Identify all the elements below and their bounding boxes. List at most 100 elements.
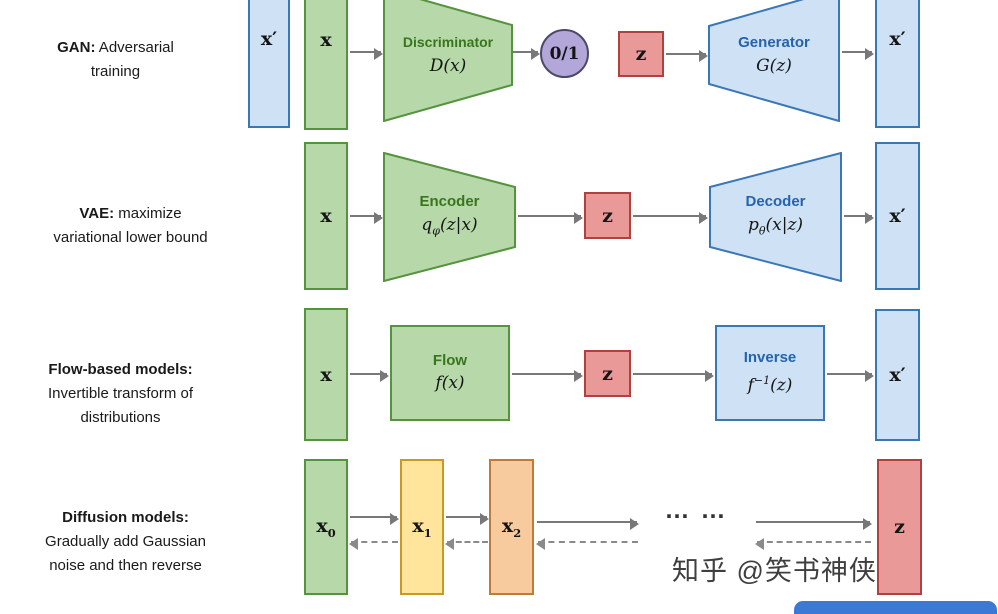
arrow-right-icon <box>842 48 874 60</box>
vae-xprime-box: x′ <box>875 142 920 290</box>
encoder-title: Encoder <box>419 192 480 210</box>
gan-xprime-output-label: x′ <box>889 28 906 50</box>
flow-z-box: z <box>584 350 631 397</box>
arrow-right-icon <box>633 370 714 382</box>
encoder-math-pre: q <box>421 214 433 235</box>
vae-x-box: x <box>304 142 348 290</box>
diffusion-x1-box: x1 <box>400 459 444 595</box>
vae-label-rest: maximize <box>114 205 182 222</box>
decoder-math: pθ(x|z) <box>748 215 803 241</box>
vae-z-label: z <box>602 204 613 227</box>
decoder-math-sub: θ <box>758 224 766 238</box>
arrow-right-icon <box>446 513 489 525</box>
vae-label-line2: variational lower bound <box>53 229 208 246</box>
flow-title: Flow <box>432 352 468 369</box>
inverse-math: f−1(z) <box>748 370 793 397</box>
diffusion-x1-pre: x <box>412 514 424 537</box>
gan-output-label: 0/1 <box>549 43 580 64</box>
decoder-math-pre: p <box>747 214 759 235</box>
flow-math: f(x) <box>435 373 465 393</box>
diffusion-x2-sub: 2 <box>513 525 522 540</box>
flow-xprime-box: x′ <box>875 309 920 441</box>
diffusion-x2-pre: x <box>501 514 514 537</box>
decoder-math-post: (x|z) <box>765 214 804 235</box>
generator-math: G(z) <box>756 55 792 76</box>
arrow-left-dashed-icon <box>536 538 638 550</box>
vae-z-box: z <box>584 192 631 239</box>
decoder-trapezoid: Decoder pθ(x|z) <box>709 152 842 282</box>
diffusion-label-line3: noise and then reverse <box>49 557 202 574</box>
diffusion-x1-label: x1 <box>412 515 431 540</box>
discriminator-trapezoid: Discriminator D(x) <box>383 0 513 122</box>
gan-output-circle: 0/1 <box>540 29 589 78</box>
flow-label-line3: distributions <box>80 409 161 426</box>
inverse-math-post: (z) <box>770 375 793 396</box>
vae-label-bold: VAE: <box>79 205 115 222</box>
arrow-right-icon <box>513 48 540 60</box>
gan-label-rest: Adversarial <box>95 39 174 56</box>
decoder-title: Decoder <box>745 192 806 210</box>
discriminator-shape-icon <box>383 0 513 122</box>
inverse-math-sup: −1 <box>753 374 771 388</box>
flow-box: Flow f(x) <box>390 325 510 421</box>
encoder-trapezoid: Encoder qφ(z|x) <box>383 152 516 282</box>
vae-x-label: x <box>320 205 332 227</box>
arrow-right-icon <box>350 212 383 224</box>
diffusion-x2-box: x2 <box>489 459 534 595</box>
arrow-left-dashed-icon <box>349 538 398 550</box>
discriminator-math: D(x) <box>429 55 467 76</box>
diffusion-x0-sub: 0 <box>327 525 336 540</box>
arrow-left-dashed-icon <box>445 538 488 550</box>
flow-x-label: x <box>320 363 332 386</box>
arrow-right-icon <box>537 518 639 530</box>
inverse-math-pre: f <box>747 375 754 396</box>
encoder-shape-icon <box>383 152 516 282</box>
arrow-left-dashed-icon <box>755 538 871 550</box>
arrow-right-icon <box>844 212 874 224</box>
encoder-math-sub: φ <box>432 224 441 238</box>
generator-title: Generator <box>738 33 810 51</box>
inverse-box: Inverse f−1(z) <box>715 325 825 421</box>
decoder-shape-icon <box>709 152 842 282</box>
arrow-right-icon <box>350 370 389 382</box>
diffusion-ellipsis: … … <box>664 496 728 524</box>
encoder-math-post: (z|x) <box>440 214 478 235</box>
arrow-right-icon <box>666 50 708 62</box>
gan-z-label: z <box>635 43 647 65</box>
gan-xprime-input-label: x′ <box>260 28 278 50</box>
arrow-right-icon <box>350 48 383 60</box>
diffusion-z-box: z <box>877 459 922 595</box>
gan-label-bold: GAN: <box>57 39 96 56</box>
vae-row-label: VAE: maximize variational lower bound <box>8 202 253 250</box>
flow-label-line2: Invertible transform of <box>47 385 194 402</box>
arrow-right-icon <box>827 370 874 382</box>
generator-trapezoid: Generator G(z) <box>708 0 840 122</box>
diffusion-row-label: Diffusion models: Gradually add Gaussian… <box>8 506 243 578</box>
watermark-bar <box>794 601 997 614</box>
flow-row-label: Flow-based models: Invertible transform … <box>8 358 233 430</box>
gan-label-line2: training <box>90 63 141 80</box>
gan-row-label: GAN: Adversarial training <box>8 36 223 84</box>
diffusion-label-bold: Diffusion models: <box>62 509 189 526</box>
generator-shape-icon <box>708 0 840 122</box>
flow-x-box: x <box>304 308 348 441</box>
arrow-right-icon <box>512 370 583 382</box>
diffusion-x1-sub: 1 <box>423 525 432 540</box>
gan-x-label: x <box>320 29 332 51</box>
arrow-right-icon <box>518 212 583 224</box>
arrow-right-icon <box>756 518 872 530</box>
vae-xprime-label: x′ <box>889 205 906 227</box>
arrow-right-icon <box>350 513 399 525</box>
flow-z-label: z <box>602 362 613 385</box>
flow-xprime-label: x′ <box>889 364 906 386</box>
arrow-right-icon <box>633 212 708 224</box>
gan-x-box: x <box>304 0 348 130</box>
discriminator-title: Discriminator <box>402 33 494 50</box>
gan-xprime-output-box: x′ <box>875 0 920 128</box>
diffusion-z-label: z <box>894 516 905 538</box>
diffusion-x0-box: x0 <box>304 459 348 595</box>
zhihu-watermark: 知乎 @笑书神侠 <box>672 556 877 586</box>
encoder-math: qφ(z|x) <box>421 215 477 241</box>
diffusion-x0-pre: x <box>316 514 328 537</box>
